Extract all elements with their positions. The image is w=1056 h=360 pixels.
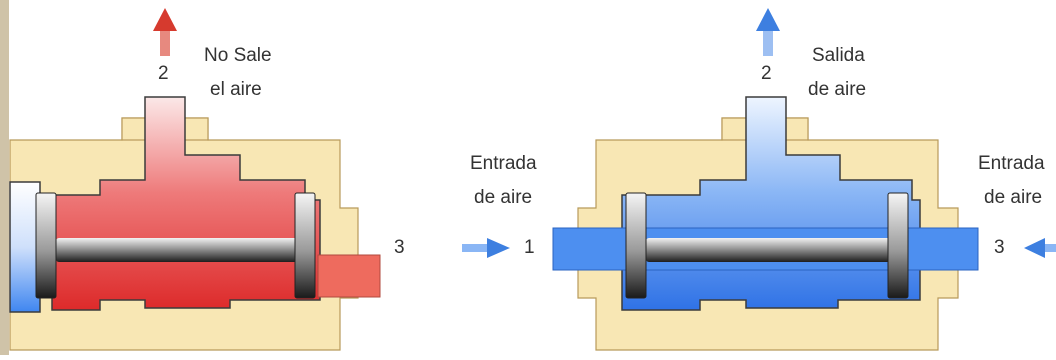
right-piston-rod: [646, 238, 890, 262]
left-blue-chamber: [9, 181, 41, 313]
right-inlet-left-label-line1: Entrada: [470, 153, 537, 174]
right-blue-cavity: [621, 96, 921, 311]
right-inlet-right-label-line1: Entrada: [978, 153, 1045, 174]
right-piston-b: [887, 192, 909, 299]
right-inlet-right-arrow: [1024, 238, 1056, 258]
right-inlet-left-label-line2: de aire: [474, 187, 533, 208]
left-outlet-label-line1: No Sale: [204, 45, 272, 66]
right-outlet-arrow: [756, 8, 780, 56]
right-outlet-port-number: 2: [761, 63, 772, 84]
right-inlet-right-label-line2: de aire: [984, 187, 1043, 208]
right-valve: [462, 8, 1056, 351]
left-piston-b: [294, 192, 316, 299]
right-outlet-label-line1: Salida: [812, 45, 865, 66]
left-side-port-number: 3: [394, 237, 405, 258]
left-piston-rod: [56, 238, 300, 262]
left-piston-a: [35, 192, 57, 299]
frame-edge: [0, 0, 9, 355]
right-piston-a: [625, 192, 647, 299]
left-outlet-port-number: 2: [158, 63, 169, 84]
left-outlet-label-line2: el aire: [210, 79, 262, 100]
right-inlet-right-port-number: 3: [994, 237, 1005, 258]
left-valve: [9, 8, 381, 351]
right-outlet-label-line2: de aire: [808, 79, 867, 100]
right-inlet-left-arrow: [462, 238, 510, 258]
right-inlet-left-port-number: 1: [524, 237, 535, 258]
left-port3-channel: [317, 254, 381, 298]
left-outlet-arrow: [153, 8, 177, 56]
